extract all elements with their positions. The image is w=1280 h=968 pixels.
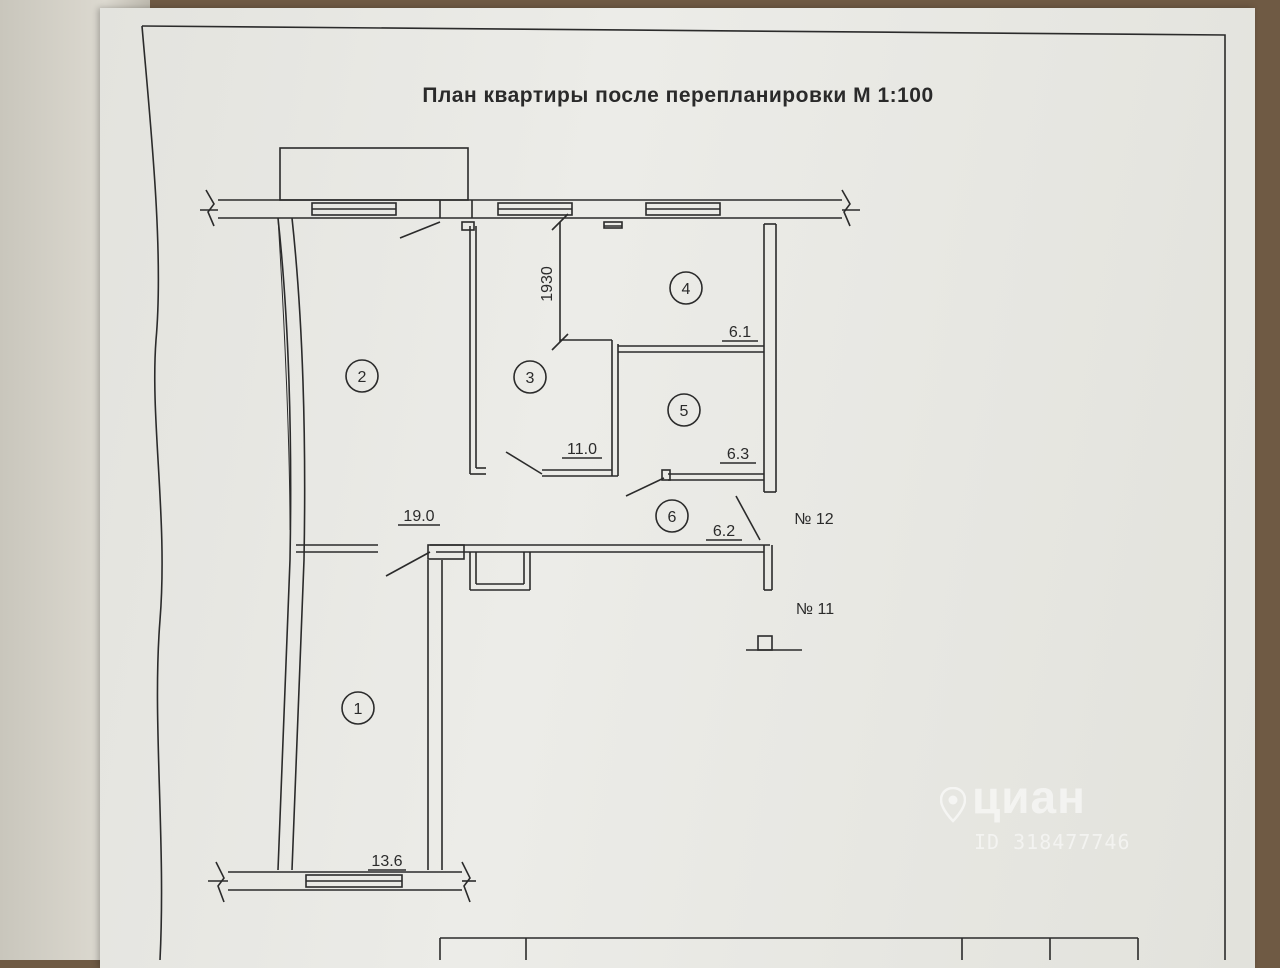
partition-3-5 — [542, 340, 619, 477]
room-6-area: 6.2 — [713, 523, 735, 540]
room-1-area: 13.6 — [371, 853, 402, 870]
frame-left-edge — [141, 25, 163, 960]
room-5-area: 6.3 — [727, 446, 749, 463]
room-6-circle — [655, 499, 689, 533]
partition-5-6 — [661, 469, 764, 481]
apartment-lower-label: № 11 — [796, 601, 834, 618]
apartment-upper-label: № 12 — [794, 511, 834, 528]
drawing-sheet — [100, 8, 1255, 968]
top-windows — [311, 200, 721, 218]
room-1-circle — [341, 691, 375, 725]
room1-right-wall — [427, 560, 443, 870]
room-4-area: 6.1 — [729, 324, 751, 341]
stair-symbol — [746, 635, 802, 651]
room-3-number: 3 — [526, 370, 535, 387]
top-exterior-wall — [200, 189, 860, 227]
right-wall-upper — [763, 223, 777, 493]
room-6-number: 6 — [668, 509, 677, 526]
room-4-circle — [669, 271, 703, 305]
room-5-circle — [667, 393, 701, 427]
room-2-circle — [345, 359, 379, 393]
room-2-area: 19.0 — [403, 508, 434, 525]
room-3-circle — [513, 360, 547, 394]
room-3-area: 11.0 — [567, 441, 597, 458]
room-5-number: 5 — [680, 403, 689, 420]
drawing-frame — [141, 25, 1226, 960]
left-wall — [277, 217, 306, 871]
room-1-number: 1 — [354, 701, 363, 718]
niche — [469, 552, 531, 591]
dimension-label: 1930 — [539, 266, 556, 302]
door-swings — [385, 221, 761, 577]
bottom-exterior-wall — [208, 861, 476, 903]
dimension-1930 — [551, 213, 612, 351]
corridor-wall — [427, 544, 773, 591]
cian-brand: циан — [972, 771, 1086, 823]
listing-id: ID 318477746 — [974, 830, 1131, 854]
balcony — [279, 147, 469, 201]
room-4-number: 4 — [682, 281, 691, 298]
cian-pin-icon — [939, 780, 967, 823]
partition-1-2 — [296, 544, 378, 553]
room-2-number: 2 — [358, 369, 367, 386]
partition-4-5 — [618, 345, 764, 353]
partition-2-3 — [461, 221, 486, 475]
title-block — [439, 937, 1139, 960]
cian-watermark: циан ID 318477746 — [939, 770, 1131, 854]
plan-title: План квартиры после перепланировки М 1:1… — [422, 84, 934, 107]
